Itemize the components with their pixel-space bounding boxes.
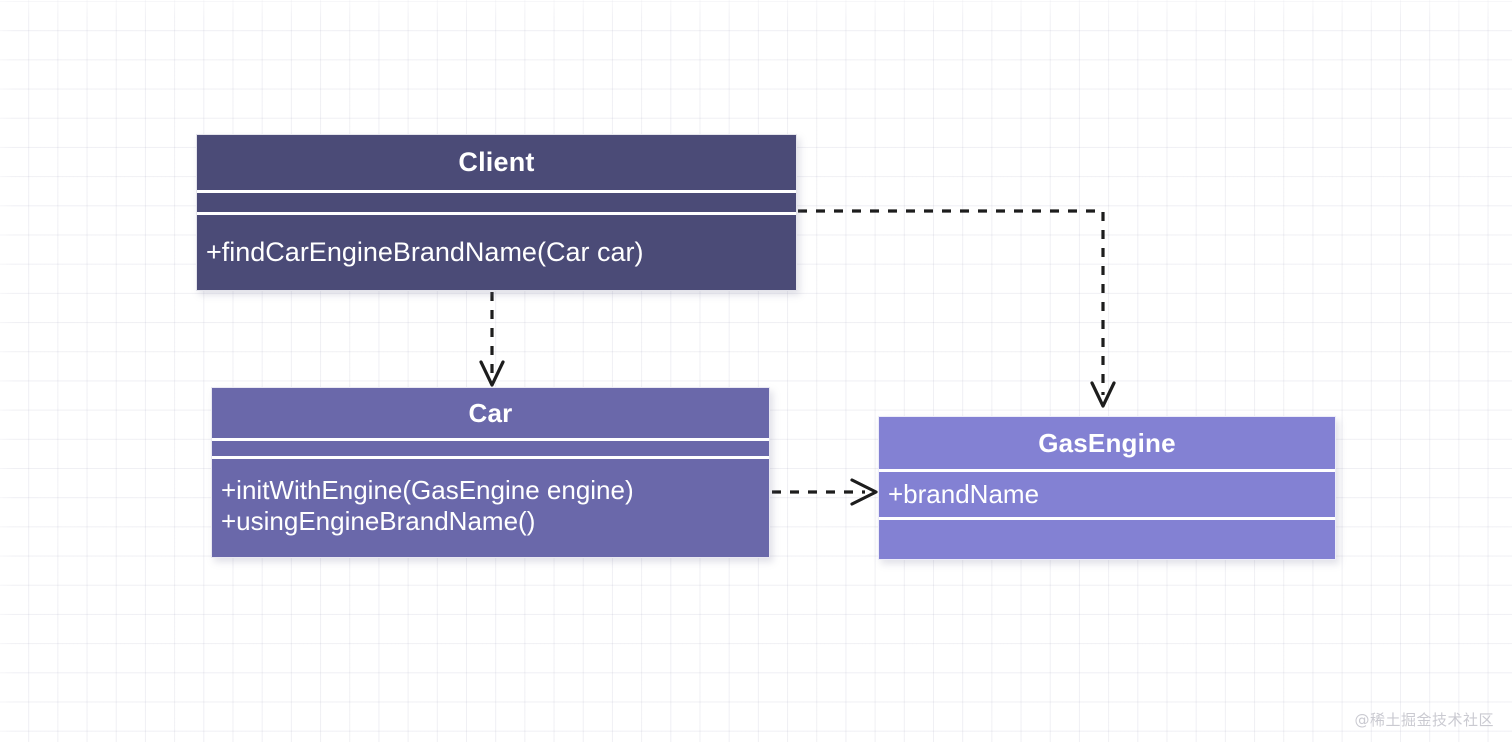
relation-car-to-gasengine: [772, 478, 878, 506]
class-box-client[interactable]: Client +findCarEngineBrandName(Car car): [196, 134, 797, 291]
class-attributes-client: [197, 190, 796, 212]
class-method-item: +initWithEngine(GasEngine engine): [221, 475, 634, 506]
class-box-gasengine[interactable]: GasEngine +brandName: [878, 416, 1336, 560]
class-attributes-car: [212, 438, 769, 456]
class-methods-gasengine: [879, 517, 1335, 559]
arrowhead-open: [479, 360, 505, 387]
arrowhead-open: [1090, 381, 1116, 408]
arrowhead-open: [850, 478, 878, 506]
class-name-gasengine: GasEngine: [1038, 427, 1176, 458]
relation-client-to-car: [479, 292, 505, 387]
class-name-car: Car: [468, 397, 513, 428]
class-methods-car: +initWithEngine(GasEngine engine) +using…: [212, 456, 769, 557]
class-name-client: Client: [458, 147, 535, 177]
class-methods-client: +findCarEngineBrandName(Car car): [197, 212, 796, 290]
relation-client-to-gasengine: [798, 209, 1116, 408]
class-box-car[interactable]: Car +initWithEngine(GasEngine engine) +u…: [211, 387, 770, 558]
watermark-label: @稀土掘金技术社区: [1354, 711, 1494, 729]
class-attribute-item: +brandName: [888, 479, 1040, 510]
relation-line: [798, 209, 1105, 395]
class-method-item: +usingEngineBrandName(): [221, 506, 536, 536]
class-method-item: +findCarEngineBrandName(Car car): [206, 236, 644, 267]
class-attributes-gasengine: +brandName: [879, 469, 1335, 517]
